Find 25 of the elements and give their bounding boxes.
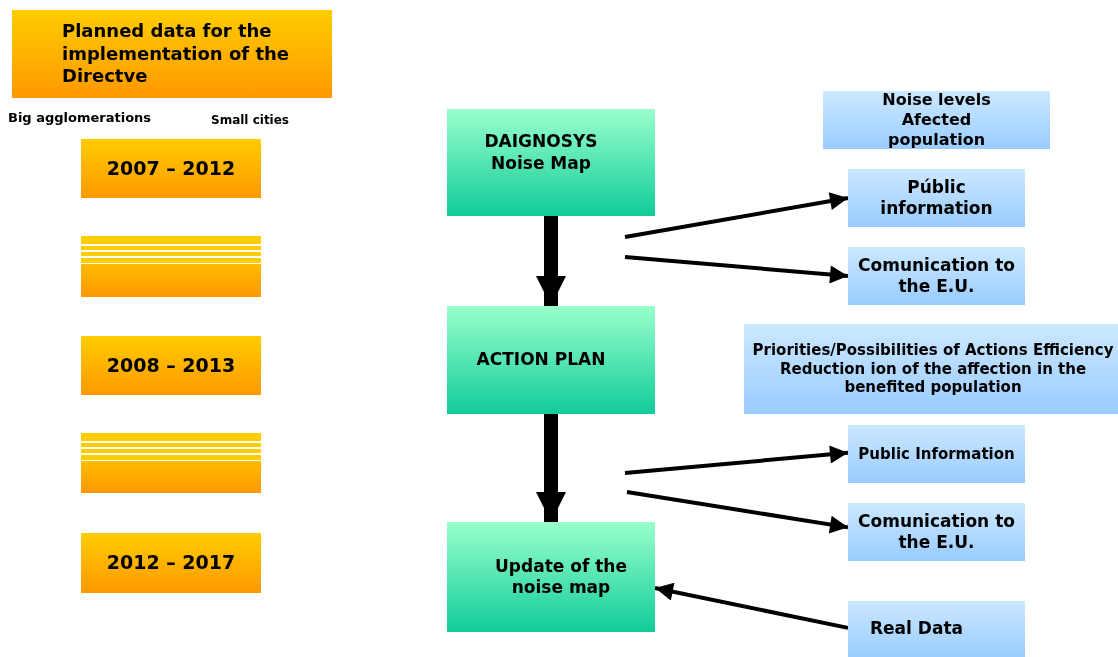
process-box: Noise levels Afected population xyxy=(823,91,1050,149)
process-box: Planned data for the implementation of the Directve xyxy=(12,10,332,98)
striped-box xyxy=(81,433,261,493)
striped-box xyxy=(81,236,261,297)
arrow xyxy=(654,582,849,630)
process-box: Comunication to the E.U. xyxy=(848,247,1025,305)
process-box: Update of the noise map xyxy=(447,522,655,632)
process-box: 2008 – 2013 xyxy=(81,336,261,395)
process-box: DAIGNOSYS Noise Map xyxy=(447,109,655,216)
column-label: Small cities xyxy=(211,113,289,127)
process-box: 2007 – 2012 xyxy=(81,139,261,198)
process-box: Comunication to the E.U. xyxy=(848,503,1025,561)
arrow xyxy=(626,490,849,534)
process-box: Real Data xyxy=(848,601,1025,657)
process-box: Priorities/Possibilities of Actions Efficiency Reduction ion of the affection in the benefited population xyxy=(744,324,1118,414)
column-label: Big agglomerations xyxy=(8,110,152,125)
block-arrow xyxy=(536,216,566,306)
arrow xyxy=(624,255,849,284)
arrow xyxy=(624,445,849,475)
process-box: Públic information xyxy=(848,169,1025,227)
block-arrow xyxy=(536,414,566,522)
process-box: ACTION PLAN xyxy=(447,306,655,414)
process-box: 2012 – 2017 xyxy=(81,533,261,593)
process-box: Public Information xyxy=(848,425,1025,483)
arrow xyxy=(624,192,849,239)
